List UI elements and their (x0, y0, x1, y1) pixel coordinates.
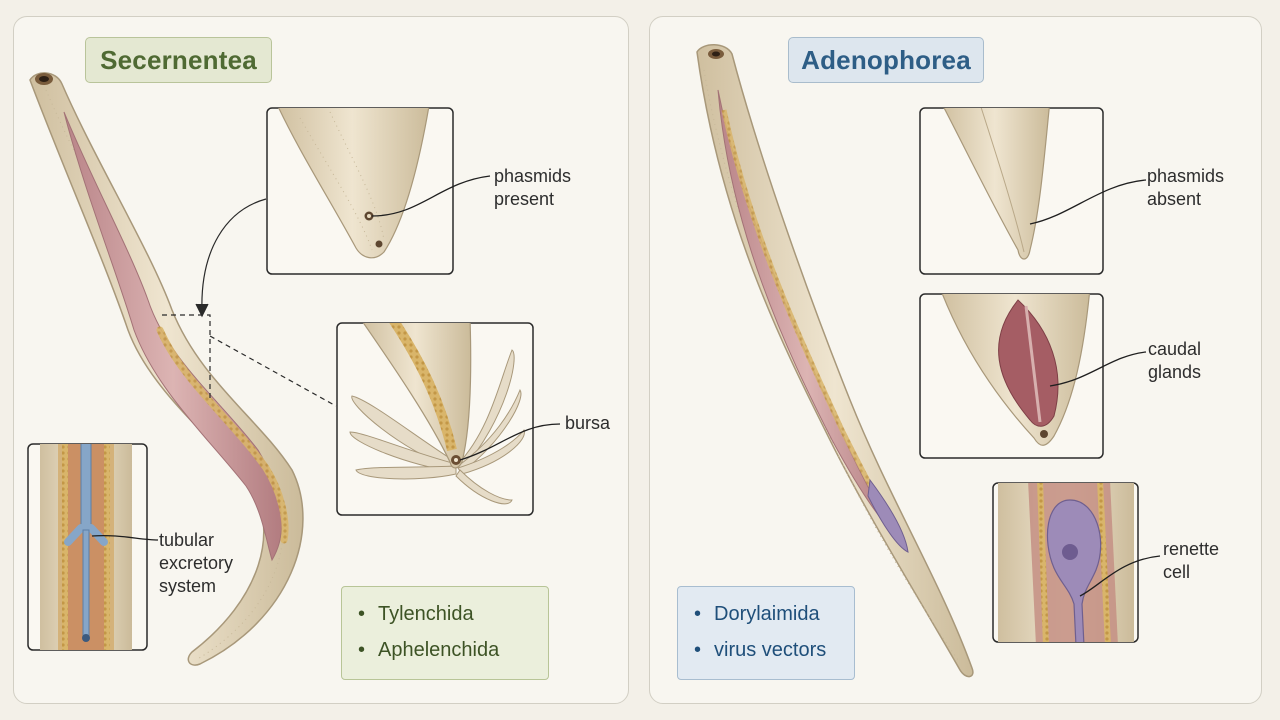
callout-bursa: bursa (565, 412, 610, 435)
secernentea-title: Secernentea (85, 37, 272, 83)
callout-line: excretory (159, 552, 233, 575)
callout-phasmids-absent: phasmids absent (1147, 165, 1224, 211)
example-item: •Tylenchida (358, 603, 474, 626)
inset-phasmids-absent (920, 100, 1103, 274)
callout-line: system (159, 575, 233, 598)
inset-phasmids-present (267, 100, 453, 274)
callout-phasmids-present: phasmids present (494, 165, 571, 211)
callout-line: present (494, 188, 571, 211)
callout-line: bursa (565, 412, 610, 435)
callout-renette-cell: renette cell (1163, 538, 1219, 584)
adenophorea-title: Adenophorea (788, 37, 984, 83)
inset-renette-cell (993, 480, 1138, 646)
example-item: •Aphelenchida (358, 639, 499, 662)
callout-line: absent (1147, 188, 1224, 211)
secernentea-examples: •Tylenchida •Aphelenchida (341, 586, 549, 680)
adenophorea-title-text: Adenophorea (801, 45, 971, 76)
adenophorea-examples: •Dorylaimida •virus vectors (677, 586, 855, 680)
inset-caudal-glands (920, 288, 1103, 458)
example-label: virus vectors (714, 639, 826, 661)
callout-tubular-excretory-system: tubular excretory system (159, 529, 233, 598)
inset-excretory-system (28, 440, 147, 654)
example-label: Dorylaimida (714, 603, 820, 625)
example-item: •virus vectors (694, 639, 826, 662)
callout-line: glands (1148, 361, 1201, 384)
callout-line: cell (1163, 561, 1219, 584)
example-label: Aphelenchida (378, 639, 499, 661)
callout-line: tubular (159, 529, 233, 552)
callout-line: caudal (1148, 338, 1201, 361)
callout-line: renette (1163, 538, 1219, 561)
callout-line: phasmids (494, 165, 571, 188)
secernentea-title-text: Secernentea (100, 45, 257, 76)
example-item: •Dorylaimida (694, 603, 820, 626)
inset-bursa (337, 318, 533, 515)
example-label: Tylenchida (378, 603, 474, 625)
callout-caudal-glands: caudal glands (1148, 338, 1201, 384)
callout-line: phasmids (1147, 165, 1224, 188)
